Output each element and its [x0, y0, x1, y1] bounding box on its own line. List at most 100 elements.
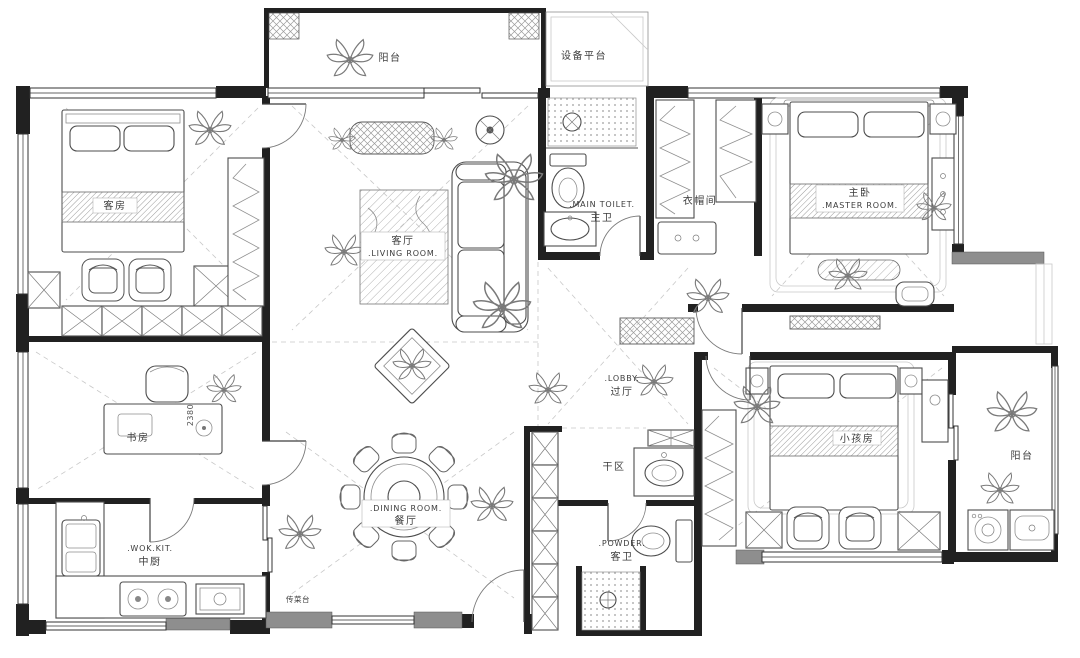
kids-side-table [745, 511, 783, 549]
dining-chair [447, 484, 469, 510]
main-toilet-door [599, 215, 641, 257]
balcony-sliding-door [423, 87, 539, 99]
guest-wardrobe [227, 157, 265, 307]
label-lobby-en: .LOBBY. [605, 374, 640, 383]
label-balcony-top: 阳台 [379, 51, 402, 64]
ceiling-fan-icon [475, 115, 505, 145]
study-door [261, 440, 307, 486]
toilet [549, 153, 587, 209]
shoe-cabinet [619, 317, 695, 345]
toilet [631, 519, 693, 563]
right-balcony [967, 391, 1055, 551]
guest-bed [61, 109, 185, 253]
dry-area [531, 429, 695, 631]
label-living-room-cn: 客厅 [392, 234, 415, 247]
label-wok-kitchen-cn: 中厨 [139, 555, 162, 568]
dining-chair [339, 484, 361, 510]
plant-icon [188, 110, 232, 145]
gray-structural-walls [165, 251, 1045, 631]
plant-icon [986, 391, 1038, 432]
dining-room [278, 432, 514, 562]
kids-desk [921, 379, 949, 443]
guest-room-door [261, 103, 307, 149]
column-hatch-blocks [268, 12, 540, 40]
kids-wardrobe [701, 409, 737, 547]
guest-armchair [81, 258, 125, 302]
label-dining-room-cn: 餐厅 [395, 514, 418, 527]
label-lobby-cn: 过厅 [611, 385, 634, 398]
exterior-strip [1035, 263, 1053, 345]
counter-appliance [195, 583, 245, 615]
dining-chair [391, 432, 417, 454]
washing-machine [967, 509, 1009, 551]
doors [149, 87, 959, 623]
powder-room-door [607, 502, 647, 542]
kitchen-sink [61, 515, 101, 577]
tv-console [328, 121, 458, 155]
dresser [657, 221, 717, 255]
wok-kitchen [55, 501, 267, 619]
guest-armchair [128, 258, 172, 302]
label-main-toilet-cn: 主卫 [591, 212, 614, 224]
cloakroom [655, 99, 757, 313]
master-bed [783, 99, 935, 255]
label-powder-cn: 客卫 [611, 550, 634, 563]
shower-head-icon [562, 112, 582, 132]
nightstand [929, 103, 957, 135]
washbasin [543, 211, 597, 247]
stool [895, 281, 935, 307]
plant-icon [634, 364, 674, 396]
kids-side-table [897, 511, 941, 551]
windows [17, 87, 1059, 631]
label-equipment-platform: 设备平台 [561, 49, 607, 62]
dining-chair [391, 540, 417, 562]
kitchen-sliding-door [262, 505, 273, 573]
plant-icon [980, 472, 1020, 504]
lobby [528, 315, 881, 404]
guest-closet-strip [61, 305, 263, 337]
master-room [761, 97, 957, 307]
label-study: 书房 [127, 431, 150, 444]
label-cloakroom: 衣帽间 [683, 194, 718, 207]
kids-armchair [838, 506, 882, 550]
label-serving-counter: 传菜台 [286, 594, 310, 604]
desk [103, 403, 223, 455]
label-guest-room: 客房 [104, 199, 127, 212]
shower-area [581, 571, 641, 631]
label-powder-en: .POWDER. [598, 539, 645, 548]
desk-chair [145, 365, 189, 403]
master-room-door [695, 307, 743, 355]
stove [119, 581, 187, 617]
hall-cabinet [789, 315, 881, 330]
plant-icon [528, 372, 568, 404]
plant-icon [326, 38, 374, 77]
label-wok-kitchen-en: .WOK.KIT. [127, 544, 173, 553]
label-balcony-right: 阳台 [1011, 449, 1034, 462]
balcony-sink [1009, 509, 1055, 551]
powder-room [581, 519, 693, 631]
label-master-room-en: .MASTER ROOM. [822, 201, 898, 210]
kids-balcony-sliding-door [948, 393, 959, 461]
vanity-sink [633, 447, 695, 497]
nightstand [745, 367, 769, 395]
kids-room-door [705, 355, 751, 401]
guest-column-box [27, 271, 61, 309]
plant-icon [278, 514, 322, 549]
plant-icon [324, 234, 364, 266]
kids-room [701, 361, 949, 551]
kids-armchair [786, 506, 830, 550]
plant-icon [206, 374, 242, 403]
equipment-platform [545, 11, 649, 87]
study [103, 365, 242, 455]
nightstand [899, 367, 923, 395]
kitchen-door [149, 497, 195, 543]
label-dining-room-en: .DINING ROOM. [370, 504, 442, 513]
room-labels: 阳台 设备平台 客房 客厅 .LIVING ROOM. .MAIN TOILET… [92, 49, 1034, 604]
label-master-room-cn: 主卧 [849, 186, 872, 199]
entry-door [471, 569, 525, 623]
dimension-2380: 2380 [186, 404, 195, 426]
label-kids-room: 小孩房 [840, 432, 875, 445]
mirror-cabinet [647, 429, 695, 447]
